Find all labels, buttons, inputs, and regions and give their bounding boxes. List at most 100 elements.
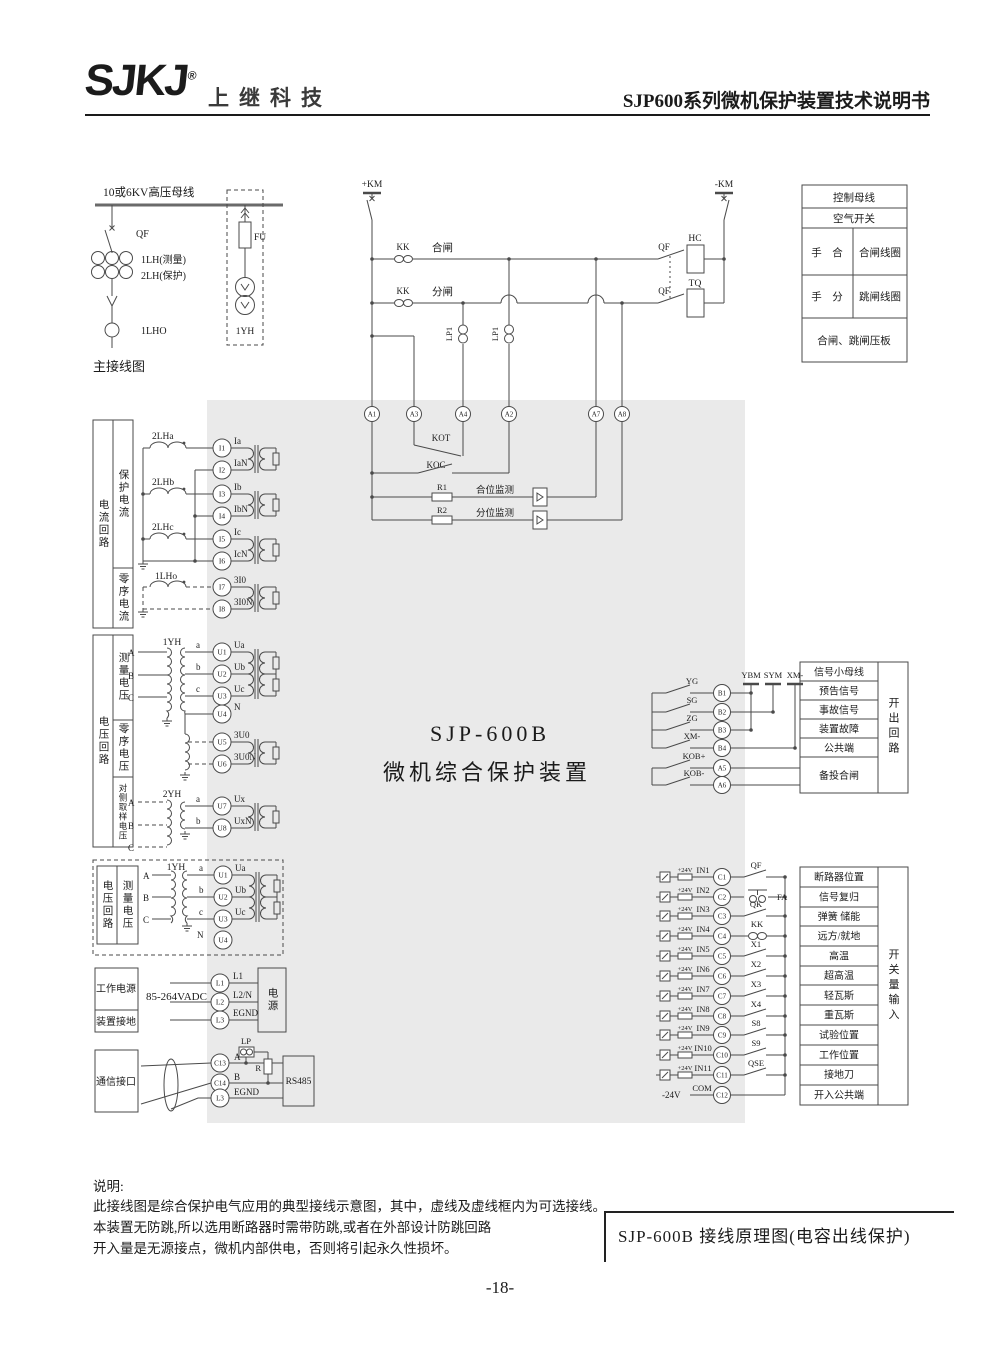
bus-sym: SYM bbox=[764, 670, 783, 680]
terminal-u2: U2 bbox=[217, 670, 226, 679]
control-table-hand-close: 手 合 bbox=[811, 246, 843, 259]
voltage-circuit-label: 电压回路 bbox=[97, 716, 109, 766]
terminal-c12: C12 bbox=[716, 1091, 728, 1099]
sig-n: N bbox=[234, 702, 241, 712]
ground-box-label: 装置接地 bbox=[96, 1015, 136, 1028]
terminal-a4: A4 bbox=[459, 411, 468, 419]
sig-3i0: 3I0 bbox=[234, 575, 246, 585]
bus-xm: XM- bbox=[787, 670, 804, 680]
control-table-trip-coil: 跳闸线圈 bbox=[859, 290, 901, 303]
sig-rs-a: A bbox=[234, 1052, 241, 1062]
terminal-i2: I2 bbox=[219, 466, 225, 475]
v24-4: +24V bbox=[678, 926, 693, 933]
input-desc-9: 工作位置 bbox=[819, 1049, 859, 1062]
sample-voltage-label: 对侧取样电压 bbox=[118, 783, 128, 841]
sig-l1: L1 bbox=[233, 971, 243, 981]
close-label: 合闸 bbox=[432, 241, 453, 254]
km-minus-label: -KM bbox=[715, 180, 734, 190]
terminal-i3: I3 bbox=[219, 490, 225, 499]
signal-row-4: 公共端 bbox=[824, 742, 854, 755]
v24-6: +24V bbox=[678, 966, 693, 973]
qf-trip-contact-label: QF bbox=[658, 286, 670, 296]
v24-5: +24V bbox=[678, 946, 693, 953]
v24-9: +24V bbox=[678, 1025, 693, 1032]
opt-sig-ua: Ua bbox=[235, 863, 246, 873]
doc-title: SJP600系列微机保护装置技术说明书 bbox=[622, 91, 930, 112]
kot-label: KOT bbox=[432, 433, 451, 443]
com-label: COM bbox=[692, 1083, 712, 1093]
pt2-label: 2YH bbox=[163, 790, 182, 800]
tap-a2: a bbox=[196, 794, 200, 804]
notes-title: 说明: bbox=[93, 1179, 124, 1194]
r-label: R bbox=[255, 1063, 261, 1073]
input-desc-6: 轻瓦斯 bbox=[824, 989, 854, 1002]
opt-tap-c: c bbox=[199, 907, 203, 917]
ct-x2: X2 bbox=[751, 959, 761, 969]
opt-terminal-u1: U1 bbox=[218, 871, 227, 880]
control-table: 控制母线 空气开关 手 合 合闸线圈 手 分 跳闸线圈 合闸、跳闸压板 bbox=[801, 184, 908, 363]
v24-2: +24V bbox=[678, 887, 693, 894]
tq-coil-label: TQ bbox=[689, 279, 702, 289]
tap-b: b bbox=[196, 662, 201, 672]
in8-label: IN8 bbox=[696, 1004, 709, 1014]
v24-1: +24V bbox=[678, 867, 693, 874]
power-range-label: 85-264VADC bbox=[146, 991, 207, 1003]
note-line-3: 开入量是无源接点，微机内部供电，否则将引起永久性损坏。 bbox=[93, 1241, 458, 1256]
terminal-c5: C5 bbox=[718, 952, 727, 960]
kk-trip-label: KK bbox=[397, 286, 410, 296]
opt-terminal-u2: U2 bbox=[218, 893, 227, 902]
control-table-plate: 合闸、跳闸压板 bbox=[817, 334, 891, 347]
control-circuit: A1 A3 A4 A2 A7 A8 +KM -KM KK 合闸 KK 分闸 LP… bbox=[362, 180, 734, 530]
ct-fa: FA bbox=[777, 892, 788, 902]
company-logo: SJKJ® bbox=[82, 56, 198, 106]
input-desc-5: 超高温 bbox=[824, 969, 854, 982]
ct-x4: X4 bbox=[751, 999, 762, 1009]
registered-mark-icon: ® bbox=[186, 68, 198, 83]
signal-row-3: 装置故障 bbox=[819, 723, 859, 736]
terminal-i7: I7 bbox=[219, 583, 225, 592]
sig-uc: Uc bbox=[234, 684, 245, 694]
header-rule bbox=[85, 114, 930, 116]
sig-ib: Ib bbox=[234, 482, 242, 492]
in1-label: IN1 bbox=[696, 865, 709, 875]
koc-label: KOC bbox=[426, 460, 445, 470]
sig-3u0: 3U0 bbox=[234, 730, 250, 740]
output-circuit-label: 开出回路 bbox=[887, 697, 899, 757]
terminal-a1: A1 bbox=[368, 411, 377, 419]
terminal-c3: C3 bbox=[718, 912, 727, 920]
hv-bus-label: 10或6KV高压母线 bbox=[103, 185, 195, 199]
ct-2lhc-label: 2LHc bbox=[152, 523, 174, 533]
contact-yg: YG bbox=[686, 676, 698, 686]
sig-icn: IcN bbox=[234, 549, 248, 559]
terminal-a2: A2 bbox=[505, 411, 514, 419]
in6-label: IN6 bbox=[696, 964, 709, 974]
ct-2lha-label: 2LHa bbox=[152, 432, 174, 442]
device-model: SJP-600B bbox=[430, 721, 550, 746]
power-box-label: 工作电源 bbox=[96, 982, 136, 995]
terminal-u7: U7 bbox=[217, 802, 226, 811]
ct-s9: S9 bbox=[752, 1038, 761, 1048]
terminal-b1: B1 bbox=[718, 689, 727, 697]
ct-2lhb-label: 2LHb bbox=[152, 478, 174, 488]
bus-ybm: YBM bbox=[741, 670, 761, 680]
signal-output-section: B1 B2 B3 B4 A5 A6 YG SG ZG XM- KOB+ KOB-… bbox=[651, 661, 909, 794]
opt-tap-b: b bbox=[199, 885, 204, 895]
qf-close-contact-label: QF bbox=[658, 242, 670, 252]
in5-label: IN5 bbox=[696, 944, 709, 954]
power-module-label: 电源 bbox=[266, 987, 278, 1013]
sig-ua: Ua bbox=[234, 640, 245, 650]
terminal-l3b: L3 bbox=[216, 1094, 224, 1102]
ct-s8: S8 bbox=[752, 1018, 761, 1028]
opt-tap-a: a bbox=[199, 863, 203, 873]
terminal-a7: A7 bbox=[592, 411, 601, 419]
ct-x3: X3 bbox=[751, 979, 761, 989]
zero-voltage-label: 零序电压 bbox=[117, 723, 129, 773]
signal-row-2: 事故信号 bbox=[819, 704, 859, 717]
trip-monitor-label: 分位监测 bbox=[476, 507, 514, 519]
input-desc-4: 高温 bbox=[829, 950, 849, 963]
protect-current-label: 保护电流 bbox=[117, 469, 129, 519]
contact-xm: XM- bbox=[684, 731, 701, 741]
device-name: 微机综合保护装置 bbox=[383, 760, 591, 785]
rs485-label: RS485 bbox=[286, 1077, 312, 1087]
sig-ux: Ux bbox=[234, 794, 245, 804]
